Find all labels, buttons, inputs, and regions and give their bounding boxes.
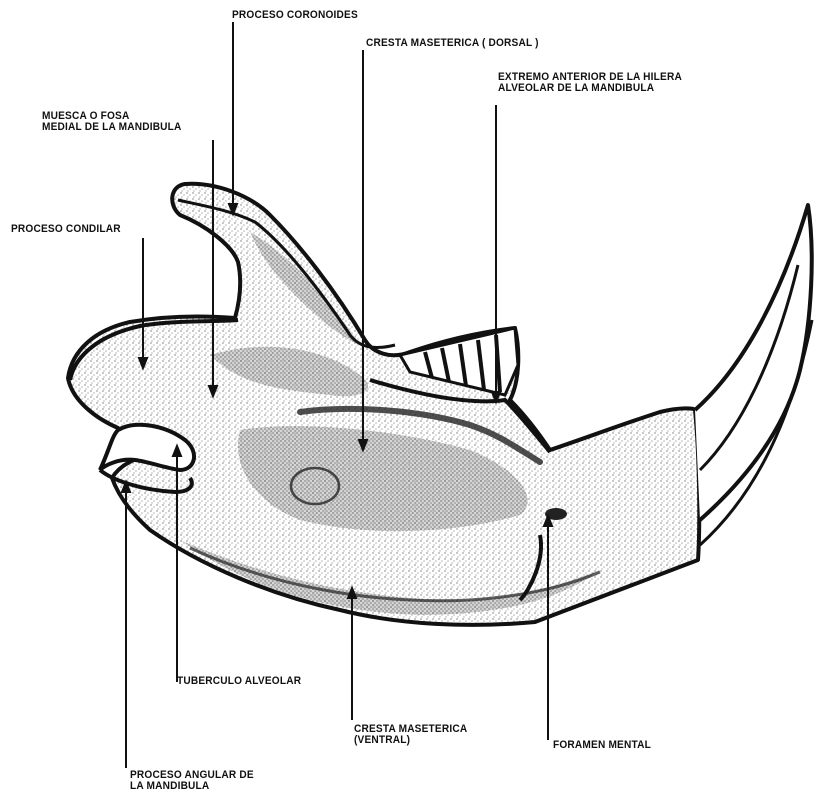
label-proceso-angular-line2: LA MANDIBULA (130, 781, 254, 792)
label-proceso-angular: PROCESO ANGULAR DE LA MANDIBULA (130, 770, 254, 792)
incisor (695, 205, 812, 545)
label-tuberculo-alveolar-text: TUBERCULO ALVEOLAR (177, 676, 301, 687)
label-extremo-anterior: EXTREMO ANTERIOR DE LA HILERA ALVEOLAR D… (498, 72, 682, 94)
label-proceso-condilar: PROCESO CONDILAR (11, 224, 121, 235)
label-foramen-mental: FORAMEN MENTAL (553, 740, 651, 751)
label-proceso-condilar-text: PROCESO CONDILAR (11, 224, 121, 235)
label-cresta-maseterica-ventral-line2: (VENTRAL) (354, 735, 467, 746)
label-cresta-maseterica-ventral: CRESTA MASETERICA (VENTRAL) (354, 724, 467, 746)
label-proceso-coronoides: PROCESO CORONOIDES (232, 10, 358, 21)
label-cresta-maseterica-dorsal: CRESTA MASETERICA ( DORSAL ) (366, 38, 539, 49)
label-foramen-mental-text: FORAMEN MENTAL (553, 740, 651, 751)
label-tuberculo-alveolar: TUBERCULO ALVEOLAR (177, 676, 301, 687)
label-proceso-coronoides-text: PROCESO CORONOIDES (232, 10, 358, 21)
label-muesca-fosa: MUESCA O FOSA MEDIAL DE LA MANDIBULA (42, 111, 182, 133)
label-muesca-line2: MEDIAL DE LA MANDIBULA (42, 122, 182, 133)
mandible-body (68, 184, 699, 625)
label-cresta-maseterica-dorsal-text: CRESTA MASETERICA ( DORSAL ) (366, 38, 539, 49)
label-extremo-anterior-line2: ALVEOLAR DE LA MANDIBULA (498, 83, 682, 94)
